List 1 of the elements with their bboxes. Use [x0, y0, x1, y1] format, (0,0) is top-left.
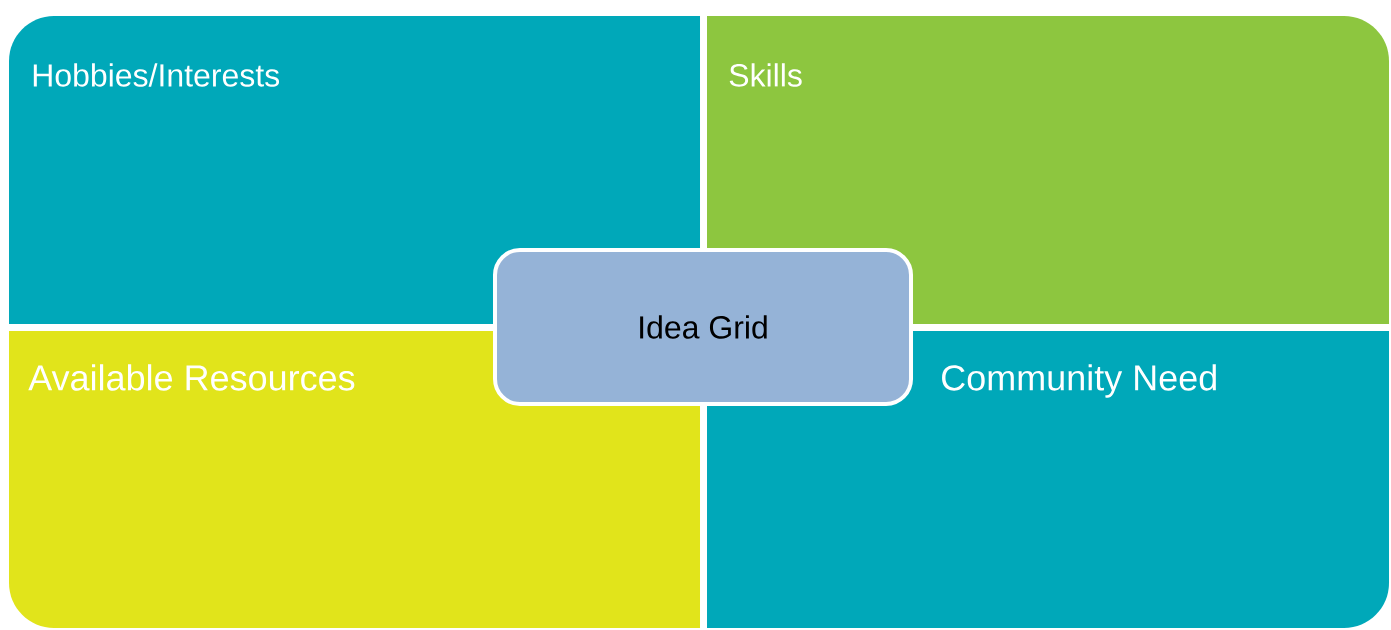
- center-box: Idea Grid: [493, 248, 913, 406]
